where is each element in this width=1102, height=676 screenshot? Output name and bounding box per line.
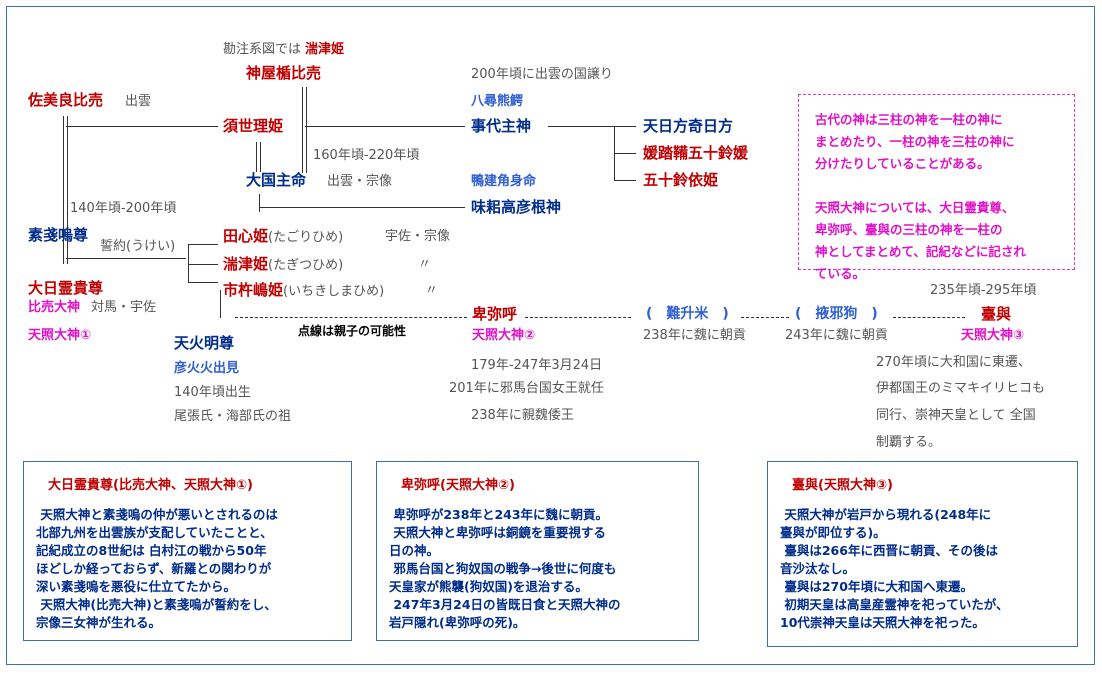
note-himiko-shingi: 238年に親魏倭王 (471, 408, 574, 423)
node-tagitsu: 湍津姫(たぎつひめ) (223, 255, 344, 273)
ditto-mark-1: 〃 (418, 257, 432, 272)
box-ohirume-title: 大日霊貴尊(比売大神、天照大神①) (48, 478, 253, 493)
box-himiko-title: 卑弥呼(天照大神②) (401, 478, 515, 493)
node-nashime: ( 難升米 ) (646, 306, 729, 322)
node-eyaku: ( 掖邪狗 ) (795, 306, 878, 322)
diagram-frame (6, 6, 1095, 665)
note-toyo-1: 270年頃に大和国に東遷、 (876, 355, 1031, 370)
label-seiyaku: 誓約(うけい) (100, 239, 176, 254)
kanchu-note: 勘注系図では湍津姫 (223, 40, 344, 56)
note-nashime-chokou: 238年に魏に朝貢 (643, 328, 746, 343)
node-amaterasu-3: 天照大神③ (961, 328, 1025, 343)
node-ichikishima: 市杵嶋姫(いちきしまひめ) (223, 281, 385, 299)
node-tagitsu-yomi: (たぎつひめ) (268, 258, 344, 273)
node-hime-okami: 比売大神 (28, 300, 81, 315)
node-kotoshironushi: 事代主神 (471, 117, 532, 135)
node-tagori-place: 宇佐・宗像 (385, 229, 451, 244)
magenta-note-text: 古代の神は三柱の神を一柱の神に まとめたり、一柱の神を三柱の神に 分けたりしてい… (815, 112, 1026, 281)
node-ohirume-place: 対馬・宇佐 (91, 300, 157, 315)
node-amaterasu-1: 天照大神① (28, 328, 92, 343)
box-toyo-body: 天照大神が岩戸から現れる(248年に 臺與が即位する)。 臺與は266年に西晋に… (780, 507, 1009, 630)
note-kuni-yuzuri: 200年頃に出雲の国譲り (471, 67, 613, 82)
note-toyo-3: 同行、崇神天皇として 全国 (876, 408, 1036, 423)
box-toyo-title: 臺與(天照大神③) (792, 478, 893, 493)
note-yahiro: 八尋熊鰐 (471, 94, 524, 109)
node-okuninushi: 大国主命 (246, 171, 307, 189)
note-himiko-queen: 201年に邪馬台国女王就任 (449, 381, 604, 396)
node-tagori-yomi: (たごりひめ) (268, 230, 344, 245)
note-c140: 140年頃-200年頃 (70, 201, 177, 216)
node-isuzuyori: 五十鈴依姫 (643, 171, 719, 189)
node-ajisuki: 味耜高彦根神 (471, 198, 562, 216)
node-ichikishima-name: 市杵嶋姫 (223, 281, 284, 299)
note-dotted: 点線は親子の可能性 (298, 324, 407, 338)
note-himiko-dates: 179年-247年3月24日 (471, 358, 603, 373)
magenta-note-box: 古代の神は三柱の神を一柱の神に まとめたり、一柱の神を三柱の神に 分けたりしてい… (798, 94, 1075, 281)
node-himetatara: 媛踏鞴五十鈴媛 (643, 144, 749, 162)
node-hohodemi: 彦火火出見 (174, 361, 240, 376)
node-tagitsu-name: 湍津姫 (223, 255, 269, 273)
node-tagori-name: 田心姫 (223, 227, 269, 245)
note-c235: 235年頃-295年頃 (930, 283, 1037, 298)
node-owari: 尾張氏・海部氏の祖 (174, 409, 292, 424)
node-amaterasu-2: 天照大神② (472, 328, 536, 343)
node-himiko: 卑弥呼 (472, 305, 518, 323)
node-sami-ra-place: 出雲 (125, 94, 152, 109)
box-toyo: 臺與(天照大神③) 天照大神が岩戸から現れる(248年に 臺與が即位する)。 臺… (767, 461, 1078, 647)
ditto-mark-2: 〃 (425, 283, 439, 298)
node-tagori: 田心姫(たごりひめ) (223, 227, 344, 245)
node-ichikishima-yomi: (いちきしまひめ) (283, 284, 385, 299)
note-c160: 160年頃-220年頃 (313, 148, 420, 163)
kanchu-name: 湍津姫 (305, 42, 345, 57)
node-okuninushi-place: 出雲・宗像 (327, 174, 393, 189)
node-susanoo: 素戔嗚尊 (28, 226, 89, 244)
node-amehikata: 天日方奇日方 (643, 117, 734, 135)
node-amenohoakari: 天火明尊 (174, 334, 235, 352)
node-suseri: 須世理姫 (223, 117, 284, 135)
note-eyaku-chokou: 243年に魏に朝貢 (785, 328, 888, 343)
kanchu-prefix: 勘注系図では (223, 42, 302, 57)
box-ohirume-body: 天照大神と素戔嗚の仲が悪いとされるのは 北部九州を出雲族が支配していたことと、 … (36, 507, 278, 630)
note-toyo-2: 伊都国王のミマキイリヒコも (876, 381, 1046, 396)
node-hohodemi-born: 140年頃出生 (174, 385, 251, 400)
node-kamuyatate: 神屋楯比売 (246, 64, 322, 82)
node-ohirume: 大日霊貴尊 (28, 279, 104, 297)
node-toyo: 臺與 (981, 305, 1012, 323)
note-kamotake: 鴨建角身命 (471, 174, 537, 189)
node-sami-ra: 佐美良比売 (28, 91, 104, 109)
box-himiko-body: 卑弥呼が238年と243年に魏に朝貢。 天照大神と卑弥呼は銅鏡を重要視する 日の… (389, 507, 621, 630)
box-himiko: 卑弥呼(天照大神②) 卑弥呼が238年と243年に魏に朝貢。 天照大神と卑弥呼は… (376, 461, 699, 641)
note-toyo-4: 制覇する。 (876, 435, 942, 450)
box-ohirume: 大日霊貴尊(比売大神、天照大神①) 天照大神と素戔嗚の仲が悪いとされるのは 北部… (23, 461, 352, 641)
